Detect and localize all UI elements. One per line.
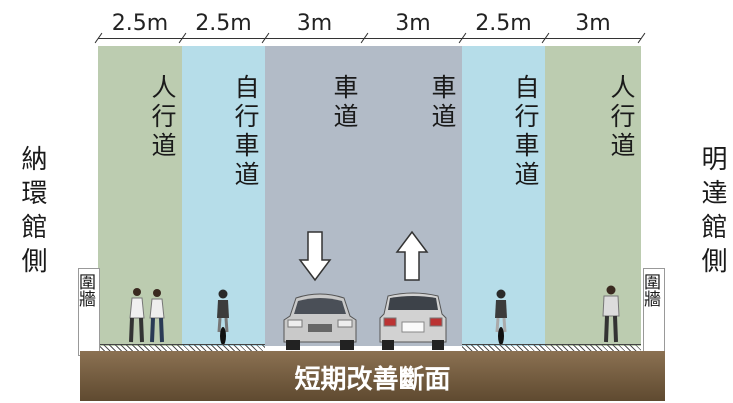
right-side-label: 明達館側: [697, 145, 727, 281]
pedestrians-icon: [129, 288, 165, 343]
ground-base: 短期改善斷面: [80, 351, 665, 401]
cyclist-icon: [495, 289, 507, 345]
wall-label: 圍牆: [640, 273, 660, 307]
lane-width-label: 3m: [575, 11, 611, 36]
lane-label: 自行車道: [231, 74, 260, 190]
section-title: 短期改善斷面: [294, 365, 451, 395]
lane-width-label: 2.5m: [111, 11, 169, 36]
arrow-down-icon: [298, 231, 332, 282]
dimension-line: [98, 38, 641, 39]
lane-label: 自行車道: [511, 74, 540, 190]
wall-label: 圍牆: [75, 273, 95, 307]
left-side-label: 納環館側: [17, 145, 47, 281]
sidewalk-lane: 人行道: [98, 46, 182, 346]
lane-width-label: 2.5m: [195, 11, 252, 36]
pedestrian-icon: [602, 285, 620, 343]
sidewalk-edge: [100, 344, 265, 353]
lane-width-label: 3m: [296, 11, 333, 36]
lane-label: 車道: [330, 74, 359, 132]
lane-width-label: 2.5m: [475, 11, 532, 36]
car-icon: [283, 293, 357, 350]
right-wall: 圍牆: [640, 268, 665, 356]
lane-label: 人行道: [148, 74, 177, 161]
lane-label: 車道: [428, 74, 457, 132]
arrow-up-icon: [395, 230, 429, 281]
sidewalk-edge: [462, 344, 641, 353]
sidewalk-lane: 人行道: [545, 46, 641, 346]
left-wall: 圍牆: [75, 268, 100, 356]
cyclist-icon: [217, 289, 229, 345]
car-icon: [379, 292, 447, 350]
lane-width-label: 3m: [395, 11, 431, 36]
bike-lane: 自行車道: [462, 46, 545, 346]
lane-label: 人行道: [607, 74, 636, 161]
